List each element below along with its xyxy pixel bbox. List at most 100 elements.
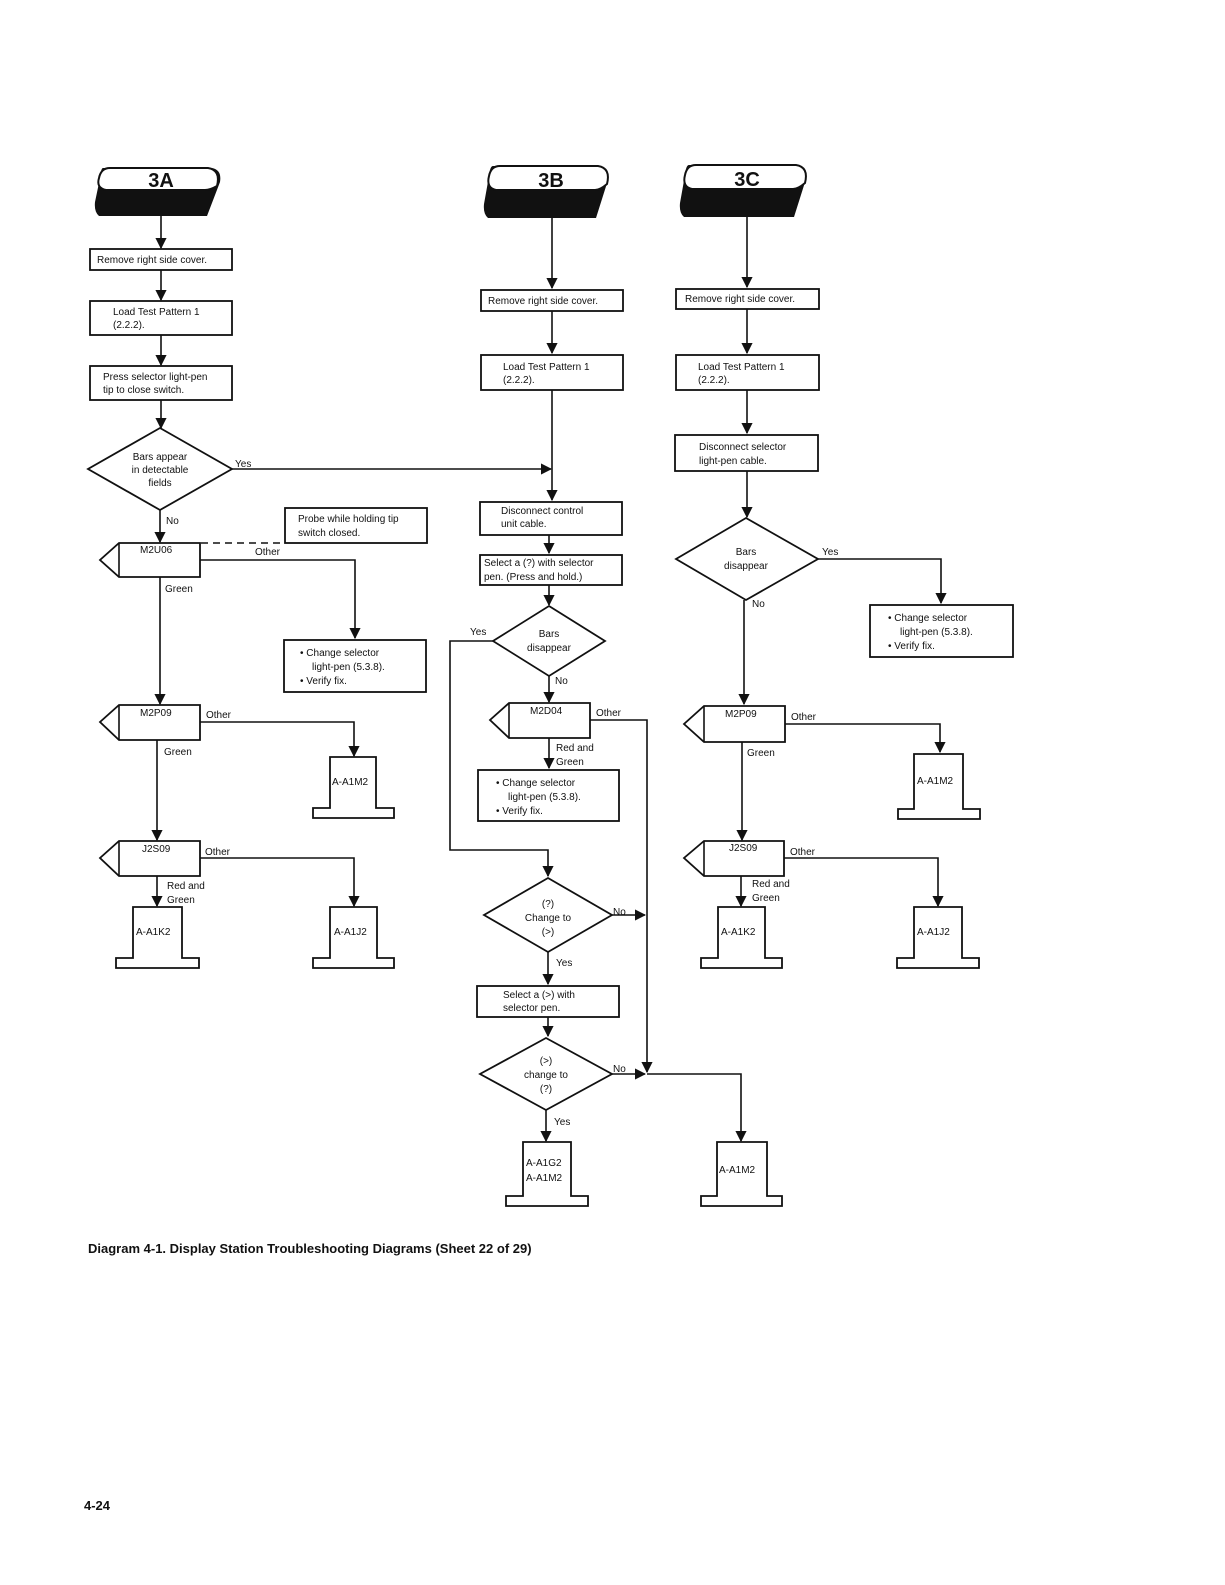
- a-a1k2-label-a: A-A1K2: [136, 927, 171, 938]
- other3-label-a: Other: [205, 847, 231, 858]
- bars-detectable-line2: in detectable: [132, 465, 189, 476]
- testpoint-m2d04-b: M2D04: [488, 702, 591, 739]
- disconnect-pen-line1: Disconnect selector: [699, 442, 787, 453]
- other1-label-a: Other: [255, 547, 281, 558]
- a-a1m2-label-b1: A-A1M2: [526, 1173, 563, 1184]
- other2-label-c: Other: [790, 847, 816, 858]
- probe-note-a: Probe while holding tip switch closed.: [284, 507, 428, 544]
- load-pattern-line1-c: Load Test Pattern 1: [698, 362, 785, 373]
- step-load-pattern-a: Load Test Pattern 1 (2.2.2).: [89, 300, 233, 336]
- remove-cover-text-b: Remove right side cover.: [488, 296, 598, 307]
- press-pen-line2-a: tip to close switch.: [103, 385, 184, 396]
- green-label-c: Green: [747, 748, 775, 759]
- other-label-b: Other: [596, 708, 622, 719]
- bars-detectable-line1: Bars appear: [133, 452, 188, 463]
- red-green-line2-c: Green: [752, 893, 780, 904]
- change-pen-line1-c: • Change selector: [888, 613, 968, 624]
- load-pattern-line2-b: (2.2.2).: [503, 375, 535, 386]
- start-terminal-3b: 3B: [483, 165, 609, 218]
- page-number: 4-24: [84, 1498, 111, 1513]
- step-remove-cover-a: Remove right side cover.: [89, 248, 233, 271]
- step-remove-cover-b: Remove right side cover.: [480, 289, 624, 312]
- testpoint-m2p09-c: M2P09: [682, 705, 786, 743]
- gt-change-line2: change to: [524, 1070, 568, 1081]
- yes3-label-b: Yes: [554, 1117, 570, 1128]
- red-green-line1-b: Red and: [556, 743, 594, 754]
- board-a-a1j2-c: A-A1J2: [896, 906, 980, 969]
- board-a-a1m2-a: A-A1M2: [312, 756, 395, 819]
- m2p09-label-a: M2P09: [140, 708, 172, 719]
- q-change-line2: Change to: [525, 913, 572, 924]
- j2s09-label-a: J2S09: [142, 844, 171, 855]
- yes1-label-b: Yes: [470, 627, 486, 638]
- a-a1g2-label-b: A-A1G2: [526, 1158, 562, 1169]
- bars-disappear-line2-b: disappear: [527, 643, 572, 654]
- a-a1k2-label-c: A-A1K2: [721, 927, 756, 938]
- q-change-line3: (>): [542, 927, 555, 938]
- select-gt-line2: selector pen.: [503, 1003, 560, 1014]
- change-pen-line1-b: • Change selector: [496, 778, 576, 789]
- board-a-a1k2-c: A-A1K2: [700, 906, 783, 969]
- change-pen-line3-c: • Verify fix.: [888, 641, 935, 652]
- a-a1j2-label-c: A-A1J2: [917, 927, 950, 938]
- testpoint-m2u06-a: M2U06: [98, 542, 201, 578]
- step-disconnect-pen-c: Disconnect selector light-pen cable.: [674, 434, 819, 472]
- step-disconnect-control-b: Disconnect control unit cable.: [479, 501, 623, 536]
- no-label-c: No: [752, 599, 765, 610]
- probe-note-line1: Probe while holding tip: [298, 514, 399, 525]
- diagram-caption: Diagram 4-1. Display Station Troubleshoo…: [88, 1241, 532, 1256]
- start-label-3a: 3A: [148, 170, 174, 192]
- a-a1m2-label-c: A-A1M2: [917, 776, 954, 787]
- red-green-line2-b: Green: [556, 757, 584, 768]
- green2-label-a: Green: [164, 747, 192, 758]
- no-label-a: No: [166, 516, 179, 527]
- bars-detectable-line3: fields: [148, 478, 171, 489]
- start-terminal-3c: 3C: [679, 164, 807, 217]
- change-pen-line3-a: • Verify fix.: [300, 676, 347, 687]
- step-select-gt-b: Select a (>) with selector pen.: [476, 985, 620, 1018]
- decision-q-change-b: (?) Change to (>): [482, 876, 614, 954]
- yes2-label-b: Yes: [556, 958, 572, 969]
- board-a-a1j2-a: A-A1J2: [312, 906, 395, 969]
- red-green-line2-a: Green: [167, 895, 195, 906]
- testpoint-m2p09-a: M2P09: [98, 704, 201, 741]
- disconnect-control-line2: unit cable.: [501, 519, 547, 530]
- start-label-3c: 3C: [734, 169, 760, 191]
- step-select-question-b: Select a (?) with selector pen. (Press a…: [479, 554, 623, 586]
- step-press-pen-a: Press selector light-pen tip to close sw…: [89, 365, 233, 401]
- board-a-g2-m2-b: A-A1G2 A-A1M2: [505, 1141, 589, 1207]
- red-green-line1-c: Red and: [752, 879, 790, 890]
- yes-label-a: Yes: [235, 459, 251, 470]
- a-a1m2-label-b2: A-A1M2: [719, 1165, 756, 1176]
- change-pen-line3-b: • Verify fix.: [496, 806, 543, 817]
- board-a-a1m2-c: A-A1M2: [897, 753, 981, 820]
- action-change-pen-a: • Change selector light-pen (5.3.8). • V…: [283, 639, 427, 693]
- m2p09-label-c: M2P09: [725, 709, 757, 720]
- testpoint-j2s09-c: J2S09: [682, 840, 785, 877]
- start-label-3b: 3B: [538, 170, 564, 192]
- disconnect-pen-line2: light-pen cable.: [699, 456, 767, 467]
- change-pen-line1-a: • Change selector: [300, 648, 380, 659]
- step-load-pattern-b: Load Test Pattern 1 (2.2.2).: [480, 354, 624, 391]
- select-gt-line1: Select a (>) with: [503, 990, 575, 1001]
- red-green-line1-a: Red and: [167, 881, 205, 892]
- bars-disappear-line2-c: disappear: [724, 561, 769, 572]
- bars-disappear-line1-b: Bars: [539, 629, 560, 640]
- action-change-pen-b: • Change selector light-pen (5.3.8). • V…: [477, 769, 620, 822]
- testpoint-j2s09-a: J2S09: [98, 840, 201, 877]
- step-load-pattern-c: Load Test Pattern 1 (2.2.2).: [675, 354, 820, 391]
- a-a1m2-label-a: A-A1M2: [332, 777, 369, 788]
- start-terminal-3a: 3A: [94, 167, 221, 216]
- a-a1j2-label-a: A-A1J2: [334, 927, 367, 938]
- bars-disappear-line1-c: Bars: [736, 547, 757, 558]
- press-pen-line1-a: Press selector light-pen: [103, 372, 208, 383]
- m2d04-label-b: M2D04: [530, 706, 563, 717]
- action-change-pen-c: • Change selector light-pen (5.3.8). • V…: [869, 604, 1014, 658]
- board-a-a1k2-a: A-A1K2: [115, 906, 200, 969]
- remove-cover-text-c: Remove right side cover.: [685, 294, 795, 305]
- load-pattern-line1-b: Load Test Pattern 1: [503, 362, 590, 373]
- decision-bars-disappear-c: Bars disappear: [674, 516, 820, 602]
- other1-label-c: Other: [791, 712, 817, 723]
- no1-label-b: No: [555, 676, 568, 687]
